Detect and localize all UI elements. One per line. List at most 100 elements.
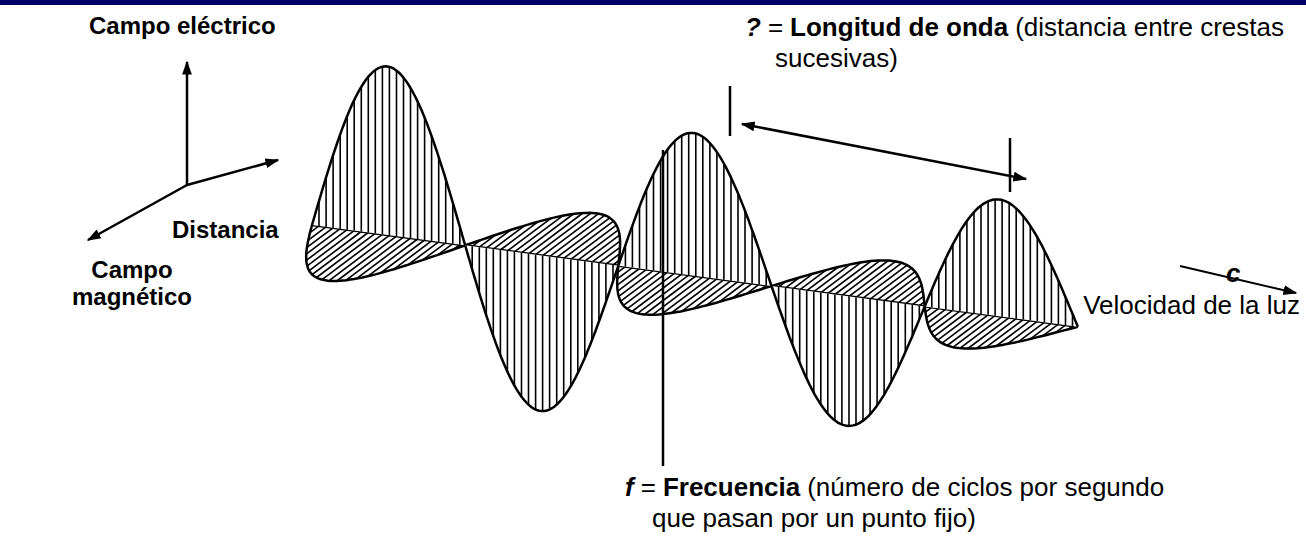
hatch-line	[417, 101, 419, 239]
hatch-line	[695, 134, 697, 277]
hatch-line	[942, 314, 981, 343]
hatch-line	[973, 212, 975, 313]
hatch-line	[646, 189, 648, 269]
hatch-line	[306, 230, 347, 261]
hatch-line	[584, 261, 586, 358]
hatch-line	[785, 288, 787, 326]
hatch-line	[514, 252, 516, 386]
lobe-fill	[925, 199, 1078, 326]
hatch-line	[1008, 203, 1010, 318]
label-group: Distancia	[172, 214, 322, 245]
hatch-line	[891, 280, 920, 302]
hatch-line	[980, 206, 982, 314]
wavelength-marks	[730, 86, 1026, 192]
fixed-point-line	[662, 150, 665, 466]
hatch-line	[353, 100, 355, 231]
hatch-line	[947, 315, 988, 346]
hatch-line	[987, 201, 989, 314]
hatch-line	[730, 178, 732, 281]
hatch-line	[1022, 216, 1024, 319]
hatch-line	[337, 236, 397, 281]
hatch-line	[563, 258, 565, 397]
hatch-line	[367, 77, 369, 233]
hatch-line	[952, 244, 954, 310]
hatch-line	[382, 67, 384, 235]
hatch-line	[904, 304, 906, 353]
hatch-line	[813, 292, 815, 393]
hatch-line	[928, 309, 946, 323]
hatch-line	[592, 241, 620, 262]
hatch-line	[934, 312, 967, 337]
label-group: Campo eléctrico	[89, 10, 349, 41]
hatch-line	[890, 302, 892, 382]
hatch-line	[339, 135, 341, 229]
hatch-line	[632, 226, 634, 268]
hatch-line	[912, 296, 923, 304]
label-group: f=Frecuencia(número de ciclos por segund…	[625, 472, 1185, 534]
top-bar	[0, 0, 1306, 5]
label-group: Velocidad de la luz	[1060, 290, 1300, 321]
symbol: c	[1226, 258, 1240, 288]
electric-lobe	[772, 286, 925, 426]
hatch-line	[953, 316, 995, 348]
hatch-line	[557, 218, 610, 258]
hatch-line	[702, 137, 704, 277]
hatch-line	[1044, 251, 1046, 323]
axes	[88, 62, 278, 240]
hatch-line	[410, 88, 412, 238]
hatch-line	[394, 241, 432, 269]
axis-label: Campo eléctrico	[89, 12, 276, 39]
hatch-line	[674, 141, 676, 273]
label-group: c	[1226, 258, 1266, 289]
hatch-line	[556, 258, 558, 405]
hatch-line	[485, 248, 487, 315]
hatch-line	[799, 290, 801, 363]
hatch-line	[309, 232, 361, 271]
hatch-line	[577, 260, 579, 373]
hatch-line	[535, 255, 537, 410]
hatch-line	[325, 177, 327, 227]
hatch-line	[905, 291, 922, 304]
hatch-line	[806, 291, 808, 379]
hatch-line	[737, 193, 739, 281]
lobe-outline	[312, 66, 465, 245]
hatch-line	[1037, 237, 1039, 321]
hatch-line	[938, 274, 940, 309]
hatch-line	[424, 118, 426, 240]
hatch-line	[1051, 265, 1053, 323]
hatch-line	[828, 261, 871, 293]
hatch-line	[550, 215, 605, 256]
hatch-line	[959, 232, 961, 312]
hatch-line	[744, 211, 746, 283]
lobe-outline	[618, 133, 771, 286]
hatch-line	[312, 233, 368, 275]
hatch-line	[841, 295, 843, 424]
hatch-line	[617, 268, 632, 279]
hatch-line	[945, 258, 947, 309]
hatch-line	[346, 116, 348, 230]
hatch-line	[543, 214, 599, 256]
hatch-line	[492, 249, 494, 336]
hatch-line	[1015, 208, 1017, 318]
hatch-line	[877, 272, 915, 301]
hatch-line	[869, 299, 871, 414]
hatch-line	[570, 259, 572, 386]
lobe-outline	[925, 199, 1078, 326]
axis-label: Distancia	[172, 216, 279, 243]
hatch-line	[618, 269, 647, 291]
hatch-line	[374, 70, 376, 233]
electric-lobe	[925, 199, 1078, 326]
hatch-line	[542, 256, 544, 412]
hatch-line	[396, 71, 398, 237]
hatch-line	[438, 157, 440, 242]
hatch-line	[605, 264, 607, 302]
hatch-line	[820, 293, 822, 405]
em-wave	[306, 66, 1078, 426]
lobe-fill	[465, 245, 618, 411]
hatch-line	[855, 297, 857, 424]
hatch-line	[688, 133, 690, 275]
term-label: Frecuencia	[663, 472, 800, 502]
hatch-line	[1058, 281, 1060, 325]
lobe-outline	[465, 245, 618, 411]
hatch-line	[431, 136, 433, 241]
